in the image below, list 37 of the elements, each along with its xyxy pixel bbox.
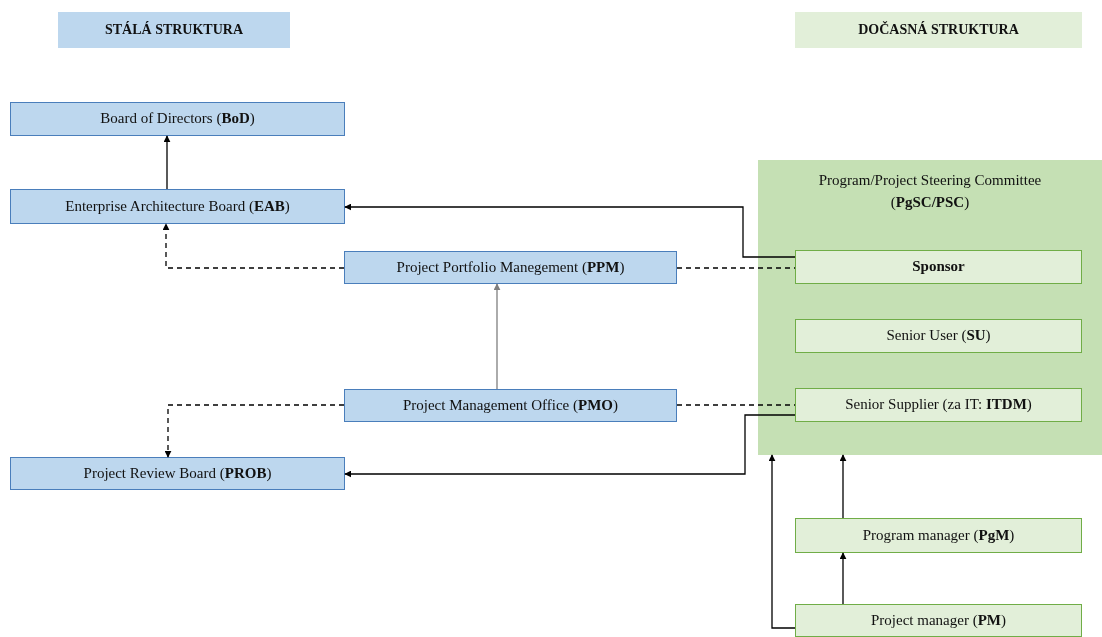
box-label: Sponsor [912,257,965,277]
role-box [795,319,1082,353]
box-label: Program/Project Steering Committee (PgSC/PSC) [817,171,1043,212]
arrow [163,135,171,190]
org-box [10,457,345,490]
arrow [839,552,847,605]
dashed-connector [676,267,796,269]
arrow [344,203,796,258]
heading-text: STÁLÁ STRUKTURA [104,20,244,39]
arrow [493,283,501,390]
role-box [795,518,1082,553]
box-label: Project Review Board (PROB) [83,463,272,483]
role-box [795,250,1082,284]
dashed-connector [676,404,796,406]
org-box [344,251,677,284]
box-label: Senior Supplier (za IT: ITDM) [845,395,1032,415]
org-box [10,189,345,224]
section-heading [795,12,1082,48]
arrow [344,414,796,478]
box-label: Project Management Office (PMO) [402,395,619,415]
dashed-connector [162,223,345,269]
box-label: Project Portfolio Manegement (PPM) [396,257,625,277]
section-heading [58,12,290,48]
box-label: Enterprise Architecture Board (EAB) [65,196,290,216]
org-box [344,389,677,422]
role-box [795,604,1082,637]
org-box [10,102,345,136]
role-box [795,388,1082,422]
box-label: Project manager (PM) [871,610,1006,630]
box-label: Program manager (PgM) [862,525,1015,545]
arrow [768,454,796,629]
committee-panel [758,160,1102,455]
dashed-connector [164,404,345,458]
heading-text: DOČASNÁ STRUKTURA [858,20,1019,39]
arrow [839,454,847,519]
box-label: Senior User (SU) [886,326,991,346]
box-label: Board of Directors (BoD) [100,109,255,129]
